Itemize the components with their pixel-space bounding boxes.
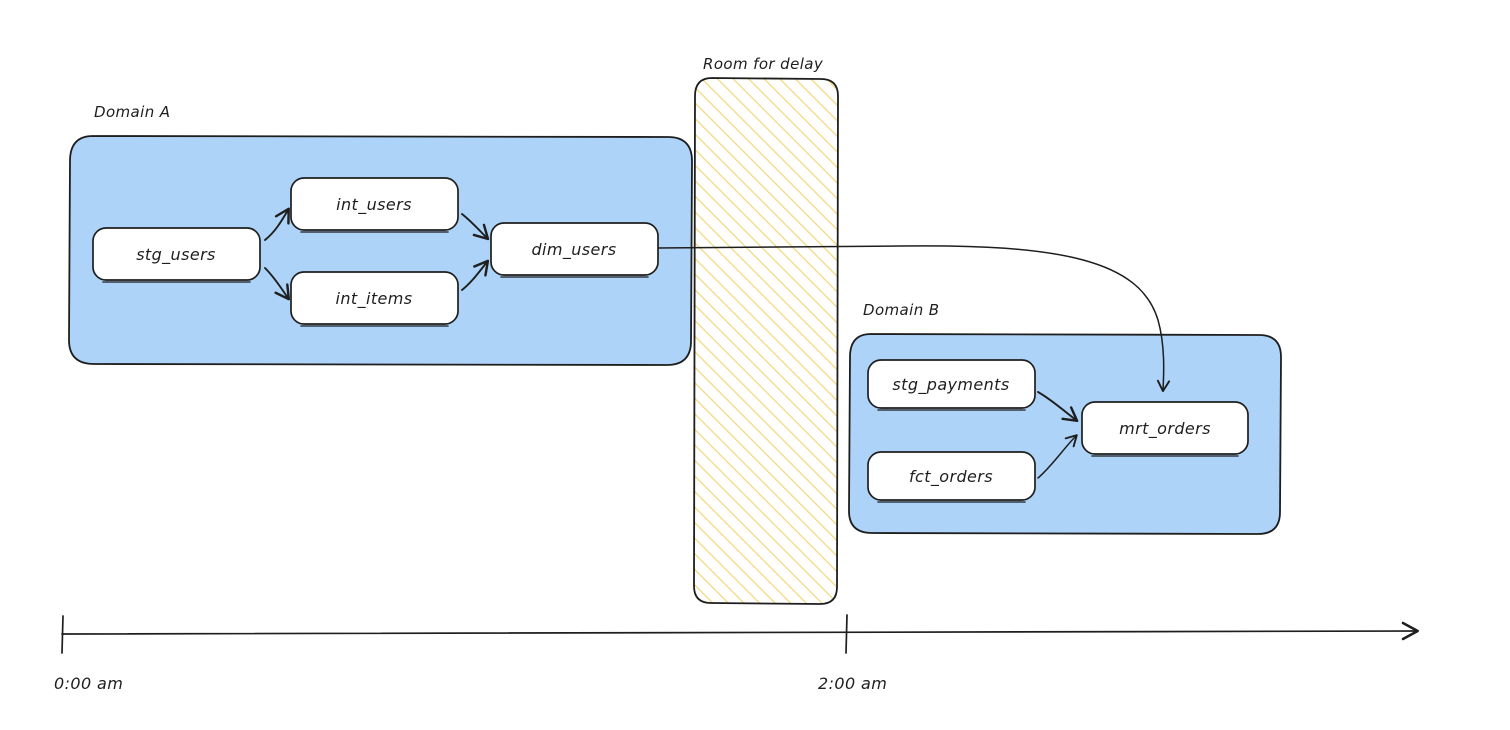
- delay-region-rect: [693, 77, 839, 605]
- timeline-axis: 0:00 am 2:00 am: [54, 614, 1419, 693]
- node-label-stg_payments: stg_payments: [892, 375, 1009, 395]
- node-rect-fct_orders: [867, 451, 1036, 501]
- node-label-fct_orders: fct_orders: [909, 467, 993, 487]
- node-label-int_items: int_items: [336, 289, 413, 309]
- timeline-line: [61, 621, 1419, 641]
- node-rect-stg_payments: [867, 359, 1036, 409]
- node-stg_payments[interactable]: stg_payments: [867, 359, 1036, 411]
- node-rect-stg_users: [92, 227, 261, 281]
- node-rect-dim_users: [490, 222, 659, 276]
- node-rect-mrt_orders: [1081, 401, 1249, 455]
- edge-dim_users-to-mrt_orders: [656, 245, 1171, 393]
- node-label-stg_users: stg_users: [136, 245, 216, 265]
- group-rect-domain-a: [68, 135, 693, 366]
- edges-domain-b: [1037, 391, 1079, 479]
- edge-fct_orders-to-mrt_orders: [1037, 434, 1078, 479]
- timeline-tick-1: [845, 614, 848, 654]
- node-label-mrt_orders: mrt_orders: [1119, 419, 1211, 439]
- edge-stg_payments-to-mrt_orders: [1037, 391, 1079, 423]
- node-rect-int_users: [290, 177, 459, 231]
- node-label-int_users: int_users: [336, 195, 412, 215]
- edge-int_users-to-dim_users: [461, 213, 490, 241]
- timeline-tick-label-0: 0:00 am: [54, 674, 123, 693]
- edge-cross-domain: [656, 245, 1171, 393]
- group-label-domain-a: Domain A: [94, 103, 170, 121]
- group-label-domain-b: Domain B: [863, 301, 939, 319]
- timeline-tick-0: [61, 615, 64, 654]
- node-rect-int_items: [290, 271, 459, 325]
- node-label-dim_users: dim_users: [531, 240, 616, 260]
- node-dim_users[interactable]: dim_users: [490, 222, 659, 278]
- edge-stg_users-to-int_items: [264, 267, 291, 301]
- timeline-tick-label-1: 2:00 am: [818, 674, 887, 693]
- node-stg_users[interactable]: stg_users: [92, 227, 261, 283]
- edge-int_items-to-dim_users: [461, 259, 490, 291]
- edge-stg_users-to-int_users: [264, 207, 290, 241]
- edges-domain-a: [264, 207, 490, 301]
- node-int_items[interactable]: int_items: [290, 271, 459, 327]
- node-mrt_orders[interactable]: mrt_orders: [1081, 401, 1249, 457]
- node-int_users[interactable]: int_users: [290, 177, 459, 233]
- delay-region-label: Room for delay: [703, 55, 824, 73]
- node-fct_orders[interactable]: fct_orders: [867, 451, 1036, 503]
- delay-region[interactable]: Room for delay: [693, 55, 839, 605]
- group-domain-a[interactable]: Domain A: [68, 103, 693, 366]
